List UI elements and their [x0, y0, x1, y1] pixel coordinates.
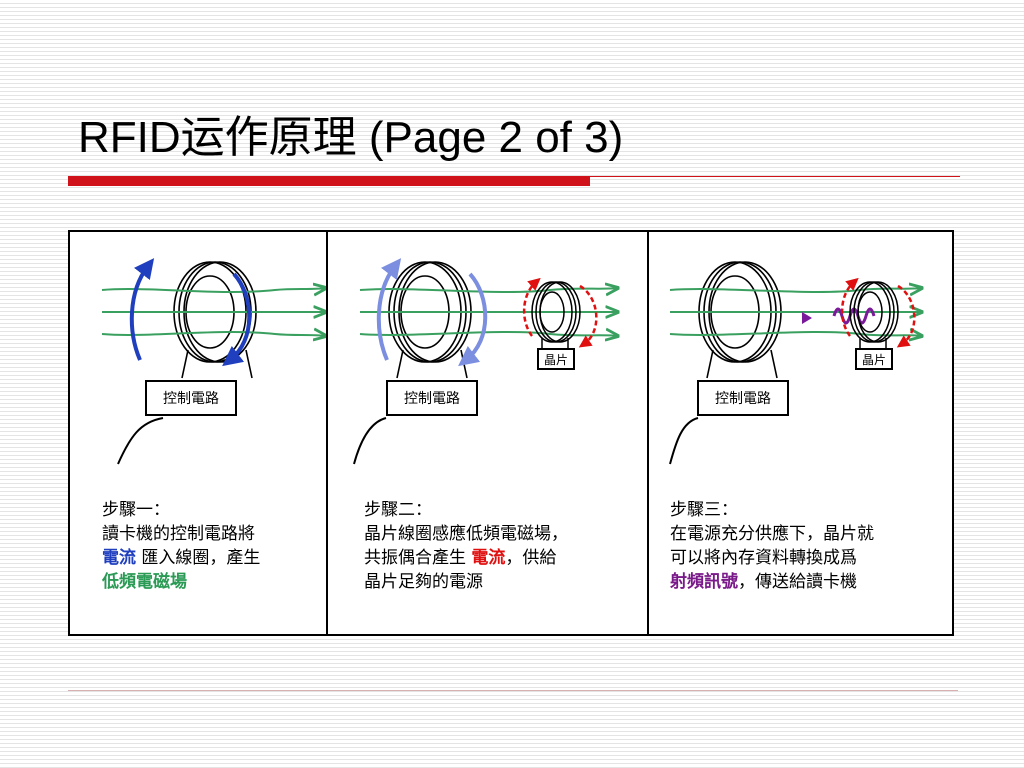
rf-signal-arrowhead: [802, 312, 812, 324]
slide-title: RFID运作原理 (Page 2 of 3): [78, 113, 624, 162]
chip-label: 晶片: [861, 352, 886, 367]
chip-label: 晶片: [543, 352, 568, 367]
control-circuit-label: 控制電路: [163, 391, 219, 407]
step-title: 步驟一：: [102, 500, 170, 520]
reader-cable: [353, 417, 387, 465]
step-line: 在電源充分供應下，晶片就: [670, 524, 874, 544]
control-circuit-box: 控制電路: [386, 380, 478, 416]
rfid-diagram: 控制電路 控制電路 控制電路 晶片 晶片 步驟一： 讀卡機的控制電路將 電流 匯…: [68, 230, 954, 636]
title-underline-bar: [68, 176, 590, 186]
chip-coil-icon: [849, 281, 899, 350]
step-line: 共振偶合產生 電流，供給: [364, 546, 568, 570]
current-arrows-icon: [129, 258, 252, 367]
highlight-low-freq-field: 低頻電磁場: [102, 572, 187, 592]
reader-cable: [117, 417, 164, 465]
step-line-rest: ，傳送給讀卡機: [738, 572, 857, 592]
magnetic-field-lines: [669, 288, 922, 336]
chip-box: 晶片: [855, 348, 893, 370]
panel-divider: [647, 232, 649, 634]
footer-divider: [68, 690, 958, 691]
current-arrows-icon: [376, 258, 488, 367]
step-line-post: ，供給: [505, 548, 557, 568]
control-circuit-box: 控制電路: [145, 380, 237, 416]
chip-box: 晶片: [537, 348, 575, 370]
step-title: 步驟三：: [670, 500, 738, 520]
step-line: 可以將內存資料轉換成爲: [670, 548, 857, 568]
control-circuit-label: 控制電路: [715, 391, 771, 407]
highlight-rf-signal: 射頻訊號: [670, 572, 738, 592]
control-circuit-box: 控制電路: [697, 380, 789, 416]
step-title: 步驟二：: [364, 500, 432, 520]
diagram-drawing: [101, 258, 952, 465]
title-underline-thin: [590, 176, 960, 177]
step-3-text: 步驟三： 在電源充分供應下，晶片就 可以將內存資料轉換成爲 射頻訊號，傳送給讀卡…: [670, 498, 874, 594]
reader-coil-icon: [173, 261, 257, 379]
reader-cable: [669, 417, 699, 465]
panel-1-drawing: [101, 258, 326, 465]
step-line: 電流 匯入線圈，產生: [102, 546, 260, 570]
step-line-pre: 共振偶合產生: [364, 548, 472, 568]
control-circuit-label: 控制電路: [404, 391, 460, 407]
panel-2-drawing: [353, 258, 618, 465]
step-1-text: 步驟一： 讀卡機的控制電路將 電流 匯入線圈，產生 低頻電磁場: [102, 498, 260, 594]
highlight-current: 電流: [471, 548, 506, 568]
magnetic-field-lines: [101, 288, 326, 336]
reader-coil-icon: [388, 261, 472, 379]
step-line: 晶片線圈感應低頻電磁場，: [364, 524, 568, 544]
reader-coil-icon: [698, 261, 782, 379]
step-line-rest: 匯入線圈，產生: [136, 548, 261, 568]
panel-3-drawing: [669, 261, 922, 465]
magnetic-field-lines: [359, 288, 618, 336]
step-line: 晶片足夠的電源: [364, 572, 483, 592]
panel-divider: [326, 232, 328, 634]
induced-current-icon: [840, 277, 916, 348]
chip-coil-icon: [531, 281, 581, 350]
step-2-text: 步驟二： 晶片線圈感應低頻電磁場， 共振偶合產生 電流，供給 晶片足夠的電源: [364, 498, 568, 594]
step-line: 射頻訊號，傳送給讀卡機: [670, 570, 874, 594]
highlight-current: 電流: [102, 548, 136, 568]
induced-current-icon: [522, 277, 598, 348]
step-line: 讀卡機的控制電路將: [102, 524, 255, 544]
